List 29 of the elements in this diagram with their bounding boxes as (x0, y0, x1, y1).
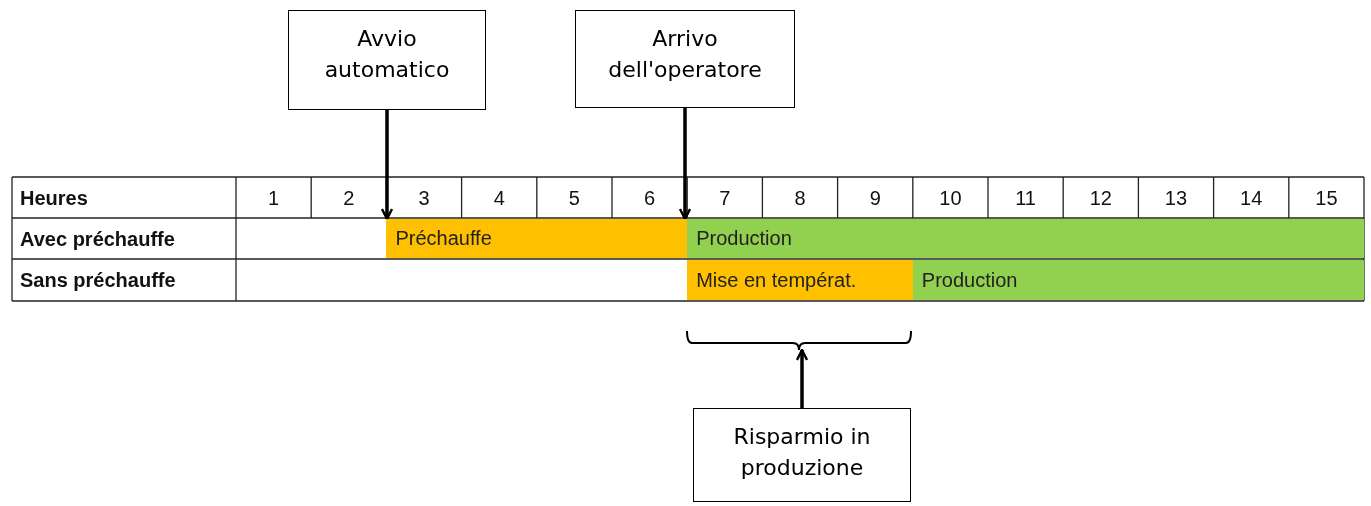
column-header: Heures (20, 186, 88, 211)
phase-bar: Préchauffe (386, 219, 688, 258)
hour-number: 9 (868, 186, 882, 211)
arrow (795, 348, 809, 408)
callout-box: Risparmio in produzione (693, 408, 911, 502)
hour-number: 14 (1239, 186, 1264, 211)
hour-number: 15 (1314, 186, 1339, 211)
phase-bar: Production (687, 219, 1364, 258)
callout-box: Avvio automatico (288, 10, 486, 110)
hour-number: 4 (492, 186, 506, 211)
row-header: Avec préchauffe (20, 227, 175, 252)
hour-number: 13 (1163, 186, 1189, 211)
curly-brace (686, 330, 912, 351)
arrow (678, 108, 692, 221)
hour-number: 10 (938, 186, 963, 211)
arrow (380, 110, 394, 221)
hour-number: 8 (793, 186, 807, 211)
hour-number: 1 (267, 186, 281, 211)
hour-number: 3 (417, 186, 431, 211)
phase-bar: Production (912, 260, 1364, 300)
callout-box: Arrivo dell'operatore (575, 10, 795, 108)
hour-number: 7 (718, 186, 732, 211)
hour-number: 5 (567, 186, 581, 211)
hour-number: 12 (1088, 186, 1113, 211)
hour-number: 6 (643, 186, 657, 211)
hour-number: 2 (342, 186, 356, 211)
phase-bar: Mise en températ. (687, 260, 913, 300)
row-header: Sans préchauffe (20, 268, 176, 293)
hour-number: 11 (1014, 186, 1037, 211)
